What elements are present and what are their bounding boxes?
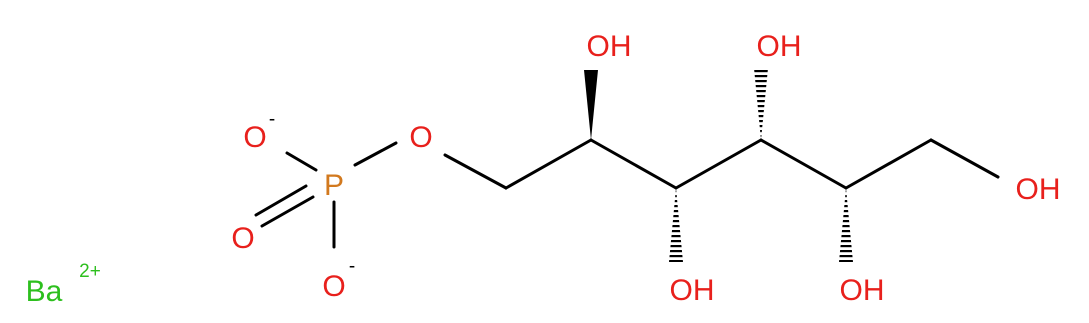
hydroxyl-c4: OH xyxy=(757,30,802,63)
ion-barium: Ba xyxy=(26,275,63,308)
bond-c2-c3 xyxy=(589,138,678,190)
hash-bond-c3 xyxy=(669,188,683,262)
charge-o-bottom: - xyxy=(349,256,355,277)
bond-p-o-double-b xyxy=(254,184,308,217)
atom-labels: O - P O O - O OH OH OH OH OH Ba 2+ xyxy=(26,30,1061,308)
hydroxyl-c6: OH xyxy=(1016,173,1061,206)
bond-c1-c2 xyxy=(504,138,593,190)
atom-phosphorus: P xyxy=(324,169,344,202)
bond-c3-c4 xyxy=(674,138,763,190)
bonds xyxy=(254,68,1000,262)
atom-o-minus-bottom: O xyxy=(322,270,345,303)
hydroxyl-c2: OH xyxy=(587,30,632,63)
bond-c6-oh xyxy=(929,138,1000,179)
charge-barium: 2+ xyxy=(79,261,101,282)
hash-bond-c4 xyxy=(754,68,768,140)
bond-p-o-double-a xyxy=(260,195,315,228)
bond-p-o-top xyxy=(285,151,318,172)
bond-o-c1 xyxy=(443,153,508,190)
hydroxyl-c5: OH xyxy=(840,274,885,307)
atom-o-ester: O xyxy=(409,121,432,154)
wedge-bond-c2 xyxy=(584,70,598,140)
bond-c4-c5 xyxy=(759,138,848,190)
bond-p-o-ester xyxy=(353,141,398,167)
hydroxyl-c3: OH xyxy=(670,274,715,307)
hash-bond-c5 xyxy=(839,188,853,262)
bond-c5-c6 xyxy=(844,138,933,190)
charge-o-top: - xyxy=(269,109,275,130)
atom-o-minus-top: O xyxy=(243,121,266,154)
atom-o-double: O xyxy=(231,222,254,255)
